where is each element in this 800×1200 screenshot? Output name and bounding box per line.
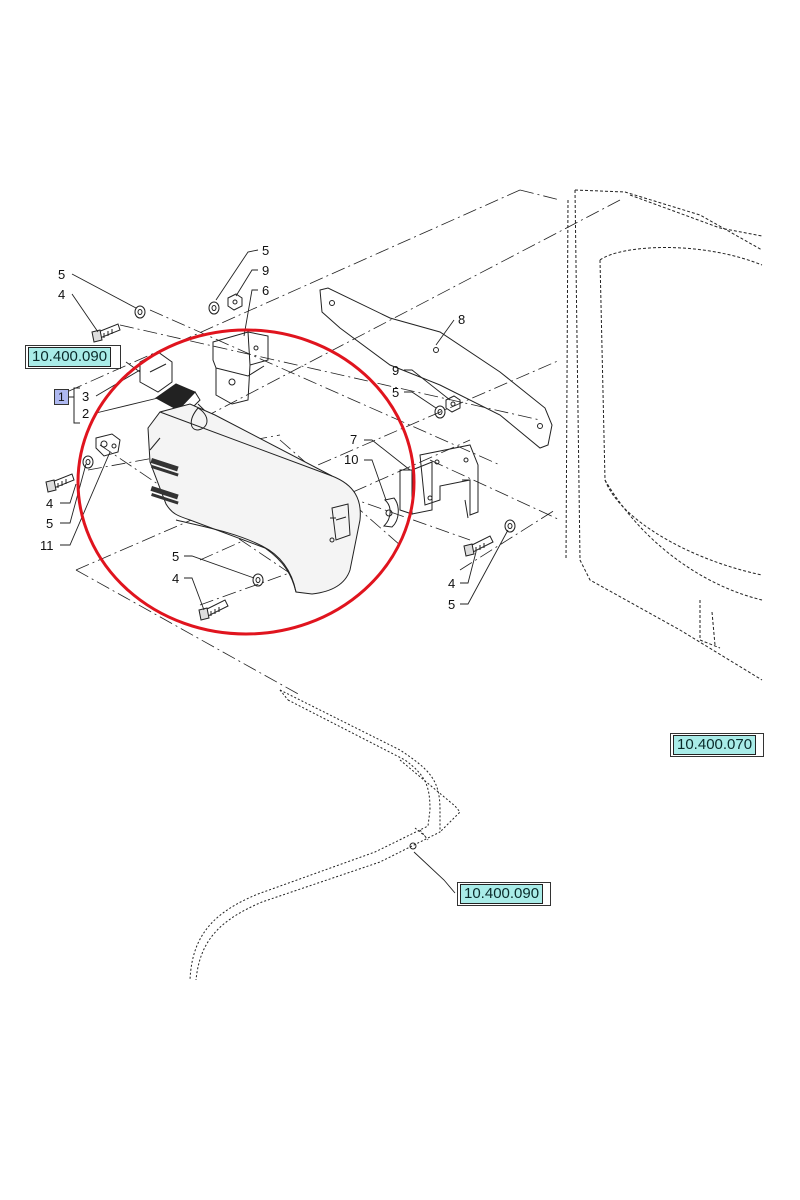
bracket-6 — [212, 331, 269, 405]
callout-7: 7 — [350, 432, 357, 447]
callout-8: 8 — [458, 312, 465, 327]
washers — [82, 301, 516, 587]
chassis-frame — [189, 689, 461, 981]
callout-11: 11 — [40, 538, 54, 553]
callout-5: 5 — [262, 243, 269, 258]
bolt-right — [463, 535, 494, 557]
bracket-7 — [399, 444, 479, 519]
callout-4: 4 — [46, 496, 53, 511]
reference-link-left[interactable]: 10.400.090 — [28, 347, 112, 367]
callout-3: 3 — [82, 389, 89, 404]
tank-label-upper — [150, 457, 179, 477]
clamp-10 — [382, 497, 399, 528]
radiator-shroud — [565, 189, 763, 681]
callout-4: 4 — [58, 287, 65, 302]
reference-link-right[interactable]: 10.400.070 — [673, 735, 757, 755]
clip-11 — [95, 433, 121, 457]
tank-label-lower — [150, 485, 179, 505]
kit-tag: 1 — [54, 389, 69, 405]
coolant-tank — [147, 403, 361, 595]
ref-frame-right — [670, 733, 764, 757]
callout-5: 5 — [392, 385, 399, 400]
callout-10: 10 — [344, 452, 358, 467]
callout-9: 9 — [392, 363, 399, 378]
callout-5: 5 — [46, 516, 53, 531]
ref-frame-left — [25, 345, 121, 369]
centerlines — [59, 189, 621, 696]
callout-5: 5 — [448, 597, 455, 612]
bolt-left — [45, 473, 75, 493]
nuts — [227, 293, 461, 413]
mounting-bar-8 — [319, 287, 553, 449]
callout-4: 4 — [448, 576, 455, 591]
ref-frame-bottom — [457, 882, 551, 906]
callout-4: 4 — [172, 571, 179, 586]
highlight-circle — [76, 328, 416, 636]
bolt-upper-left — [91, 323, 121, 343]
bolt-bottom — [198, 599, 229, 621]
callout-numbers: 5 4 5 9 6 3 2 8 9 5 7 10 4 5 11 5 4 4 5 — [40, 243, 465, 612]
callout-6: 6 — [262, 283, 269, 298]
reference-link-bottom[interactable]: 10.400.090 — [460, 884, 544, 904]
callout-5: 5 — [58, 267, 65, 282]
callout-5: 5 — [172, 549, 179, 564]
filler-cap-3 — [139, 351, 173, 393]
kit-bracket — [68, 387, 80, 424]
callout-9: 9 — [262, 263, 269, 278]
callout-2: 2 — [82, 406, 89, 421]
leader-lines — [60, 249, 509, 894]
